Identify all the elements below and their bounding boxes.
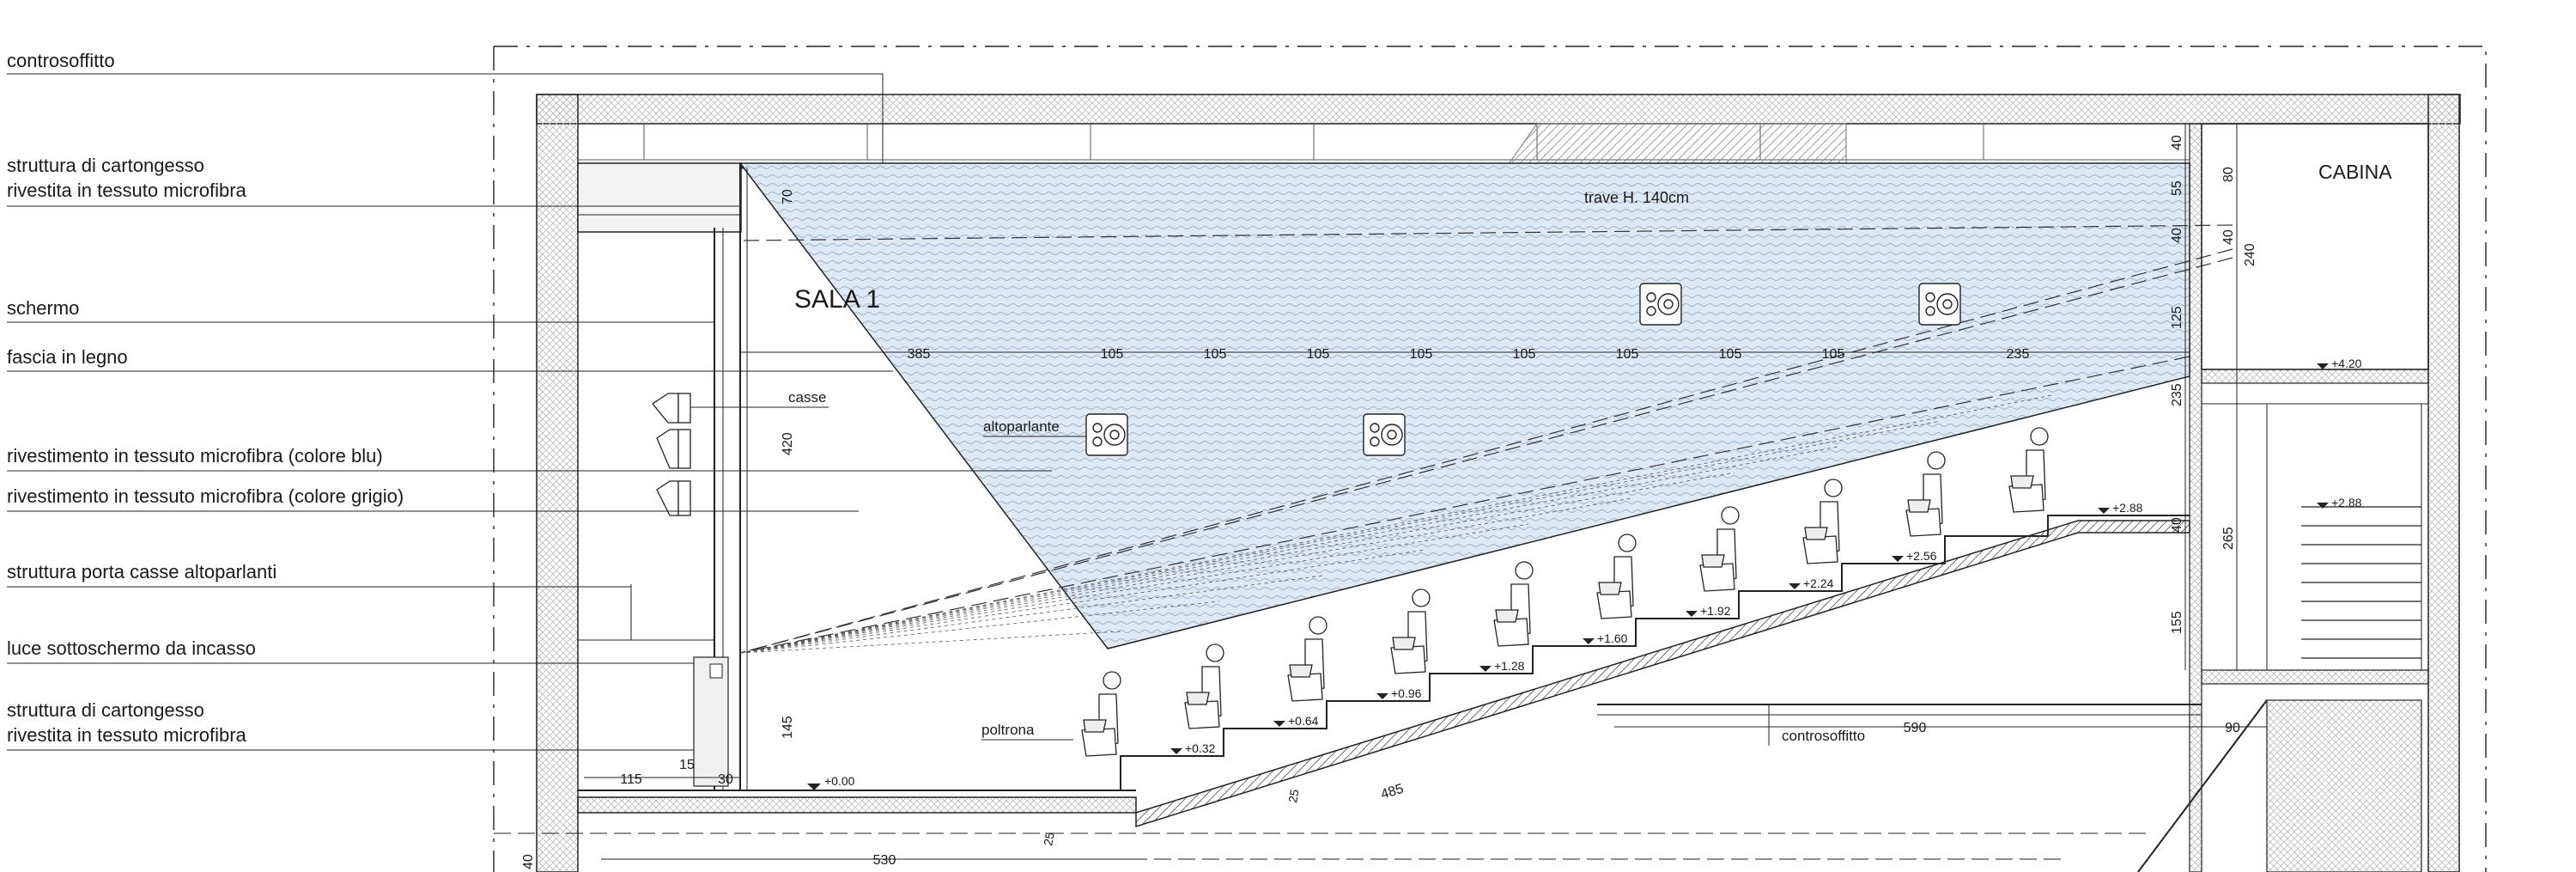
level-marker-5: +1.60 <box>1597 631 1628 645</box>
dim-basement: 530 <box>873 853 896 868</box>
dim-spacing-9: 235 <box>2007 347 2030 362</box>
leader-lines <box>7 73 1052 751</box>
room-name-booth: CABINA <box>2318 161 2392 183</box>
booth-dim-labels: 40 55 40 125 235 40 155 <box>2170 135 2184 634</box>
dim-booth-side-1: 40 <box>2221 229 2236 245</box>
level-marker-6: +1.92 <box>1700 604 1731 618</box>
screen-wall <box>577 162 742 790</box>
dim-basement-left: 40 <box>521 854 536 869</box>
level-marker-3: +0.96 <box>1391 686 1422 700</box>
dim-screen-height: 420 <box>781 432 795 455</box>
dim-screen-base: 145 <box>781 716 795 739</box>
level-markers: +0.00 +0.32 +0.64 +0.96 +1.28 +1.60 +1.9… <box>807 357 2362 790</box>
speaker-stack <box>652 393 691 516</box>
level-marker-4: +1.28 <box>1494 659 1525 673</box>
floor-slab <box>577 790 1137 814</box>
dim-booth-side-2: 240 <box>2243 243 2257 266</box>
legend-label-schermo: schermo <box>7 297 79 319</box>
structural-walls <box>536 94 2461 872</box>
level-marker-0: +0.00 <box>824 774 855 788</box>
legend-label-rivestita-1: rivestita in tessuto microfibra <box>7 180 247 201</box>
outer-boundary-dashed <box>493 46 2487 872</box>
dim-booth-4: 235 <box>2170 383 2184 406</box>
legend-label-porta-casse: struttura porta casse altoparlanti <box>7 561 276 582</box>
dim-floor-left-2: 30 <box>718 772 733 787</box>
room-name-hall: SALA 1 <box>794 285 880 314</box>
legend-label-struttura-2: struttura di cartongesso <box>7 699 204 721</box>
legend-label-luce: luce sottoschermo da incasso <box>7 637 256 659</box>
legend-label-blu: rivestimento in tessuto microfibra (colo… <box>7 445 383 466</box>
dim-spacing-1: 105 <box>1101 347 1124 362</box>
dim-ramp: 485 <box>1379 782 1406 802</box>
dim-spacing-0: 385 <box>908 347 931 362</box>
wall-speakers <box>1085 283 1961 456</box>
dim-booth-0: 40 <box>2170 135 2184 150</box>
level-marker-10: +2.88 <box>2331 496 2362 509</box>
dim-booth-side-0: 80 <box>2221 167 2236 182</box>
level-marker-2: +0.64 <box>1288 714 1319 728</box>
seats <box>1081 427 2049 757</box>
sightline-fan <box>739 394 2053 654</box>
level-marker-11: +4.20 <box>2331 357 2362 370</box>
dim-spacing-6: 105 <box>1616 347 1639 362</box>
dim-spacing-7: 105 <box>1719 347 1742 362</box>
projection-lines <box>739 224 2233 654</box>
dim-spacing-4: 105 <box>1410 347 1433 362</box>
dim-booth-3: 125 <box>2170 306 2184 329</box>
dim-booth-5: 40 <box>2170 517 2184 533</box>
dim-booth-1: 55 <box>2170 180 2184 196</box>
dim-spacing-2: 105 <box>1204 347 1227 362</box>
legend-label-rivestita-2: rivestita in tessuto microfibra <box>7 724 247 746</box>
dim-screen-top: 70 <box>781 189 795 204</box>
level-marker-8: +2.56 <box>1906 549 1937 563</box>
stair-slab <box>1135 520 2190 828</box>
level-marker-1: +0.32 <box>1185 741 1216 755</box>
dim-ramp-small: 25 <box>1285 788 1301 803</box>
dim-below-right: 90 <box>2225 721 2240 735</box>
dim-booth-6: 155 <box>2170 611 2184 634</box>
ceiling-below-callout: controsoffitto <box>1782 728 1865 744</box>
lower-ceiling <box>494 699 2422 872</box>
dim-booth-side-3: 265 <box>2221 527 2236 550</box>
stepped-seating <box>1120 515 2190 790</box>
legend: controsoffitto struttura di cartongesso … <box>7 50 404 746</box>
legend-label-struttura-1: struttura di cartongesso <box>7 155 204 176</box>
legend-label-controsoffitto: controsoffitto <box>7 50 115 71</box>
dim-spacing-8: 105 <box>1822 347 1845 362</box>
legend-label-grigio: rivestimento in tessuto microfibra (colo… <box>7 485 404 507</box>
spacing-dimension-labels: 385 105 105 105 105 105 105 105 105 235 <box>908 347 2030 362</box>
dim-floor-left-1: 15 <box>679 758 695 772</box>
legend-label-fascia: fascia in legno <box>7 346 128 368</box>
dim-spacing-5: 105 <box>1513 347 1536 362</box>
dim-riser: 25 <box>1041 831 1056 846</box>
dim-booth-2: 40 <box>2170 228 2184 243</box>
dim-spacing-3: 105 <box>1307 347 1330 362</box>
speaker-callout: altoparlante <box>983 418 1060 435</box>
dim-below-ceiling: 590 <box>1904 721 1927 735</box>
dim-floor-left-0: 115 <box>620 772 642 787</box>
level-marker-9: +2.88 <box>2112 501 2143 515</box>
level-marker-7: +2.24 <box>1803 576 1834 590</box>
speakers-stack-callout: casse <box>788 389 826 406</box>
beam-callout: trave H. 140cm <box>1584 189 1689 206</box>
booth <box>2201 123 2429 670</box>
fabric-wall-panel <box>738 162 2190 649</box>
seat-callout: poltrona <box>981 722 1035 738</box>
ceiling-slab <box>578 124 2190 169</box>
